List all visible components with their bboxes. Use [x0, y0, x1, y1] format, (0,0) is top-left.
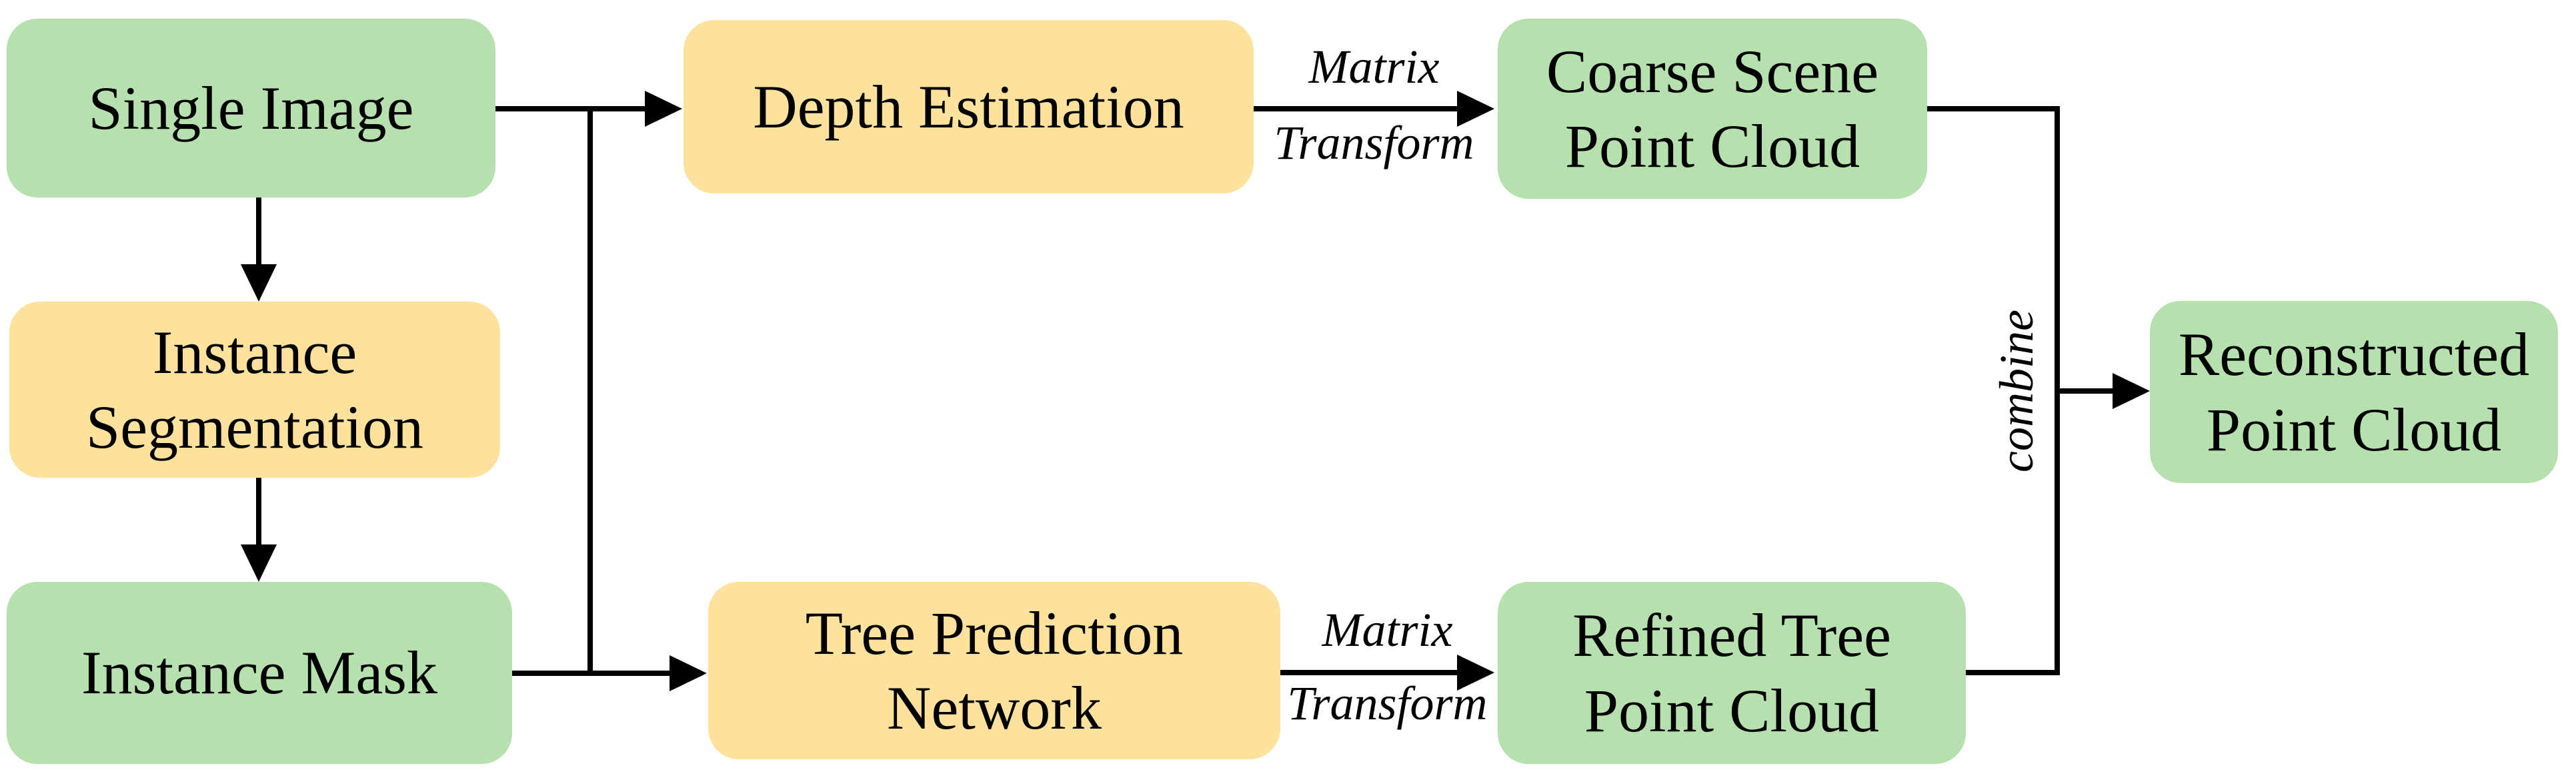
- node-instance-segmentation: Instance Segmentation: [9, 302, 500, 478]
- edge-single-image-to-depth-estimation: [495, 106, 646, 111]
- node-depth-estimation: Depth Estimation: [684, 20, 1254, 193]
- label-transform-bottom: Transform: [1287, 677, 1488, 730]
- edge-tree-prediction-to-refined-tree: [1280, 670, 1458, 675]
- node-refined-tree-point-cloud: Refined Tree Point Cloud: [1498, 582, 1966, 764]
- label-transform-top: Transform: [1274, 116, 1474, 169]
- node-single-image: Single Image: [7, 19, 495, 198]
- arrowhead-into-coarse-scene: [1457, 91, 1494, 127]
- edge-instance-mask-to-tree-prediction: [512, 671, 671, 676]
- node-tree-prediction-network: Tree Prediction Network: [708, 582, 1280, 759]
- label-matrix-top: Matrix: [1308, 40, 1440, 93]
- arrowhead-into-instance-segmentation: [241, 264, 277, 302]
- arrowhead-into-tree-prediction: [670, 655, 707, 691]
- edge-refined-tree-to-combine-line: [1966, 670, 2060, 675]
- edge-coarse-scene-to-combine-line: [1927, 106, 2060, 111]
- edge-instance-segmentation-to-instance-mask: [256, 478, 261, 546]
- arrowhead-into-refined-tree: [1457, 655, 1494, 691]
- arrowhead-into-reconstructed: [2113, 373, 2150, 409]
- node-reconstructed-point-cloud: Reconstructed Point Cloud: [2150, 301, 2558, 483]
- label-combine: combine: [1990, 310, 2043, 472]
- edge-junction-vertical-line: [587, 106, 593, 676]
- node-coarse-scene-point-cloud: Coarse Scene Point Cloud: [1498, 19, 1927, 199]
- edge-combine-to-reconstructed: [2057, 388, 2114, 394]
- label-matrix-bottom: Matrix: [1322, 603, 1453, 657]
- edge-depth-estimation-to-coarse-scene: [1254, 106, 1458, 111]
- node-instance-mask: Instance Mask: [7, 582, 512, 764]
- arrowhead-into-instance-mask: [241, 544, 277, 582]
- edge-single-image-to-instance-segmentation: [256, 198, 261, 266]
- arrowhead-into-depth-estimation: [645, 91, 682, 127]
